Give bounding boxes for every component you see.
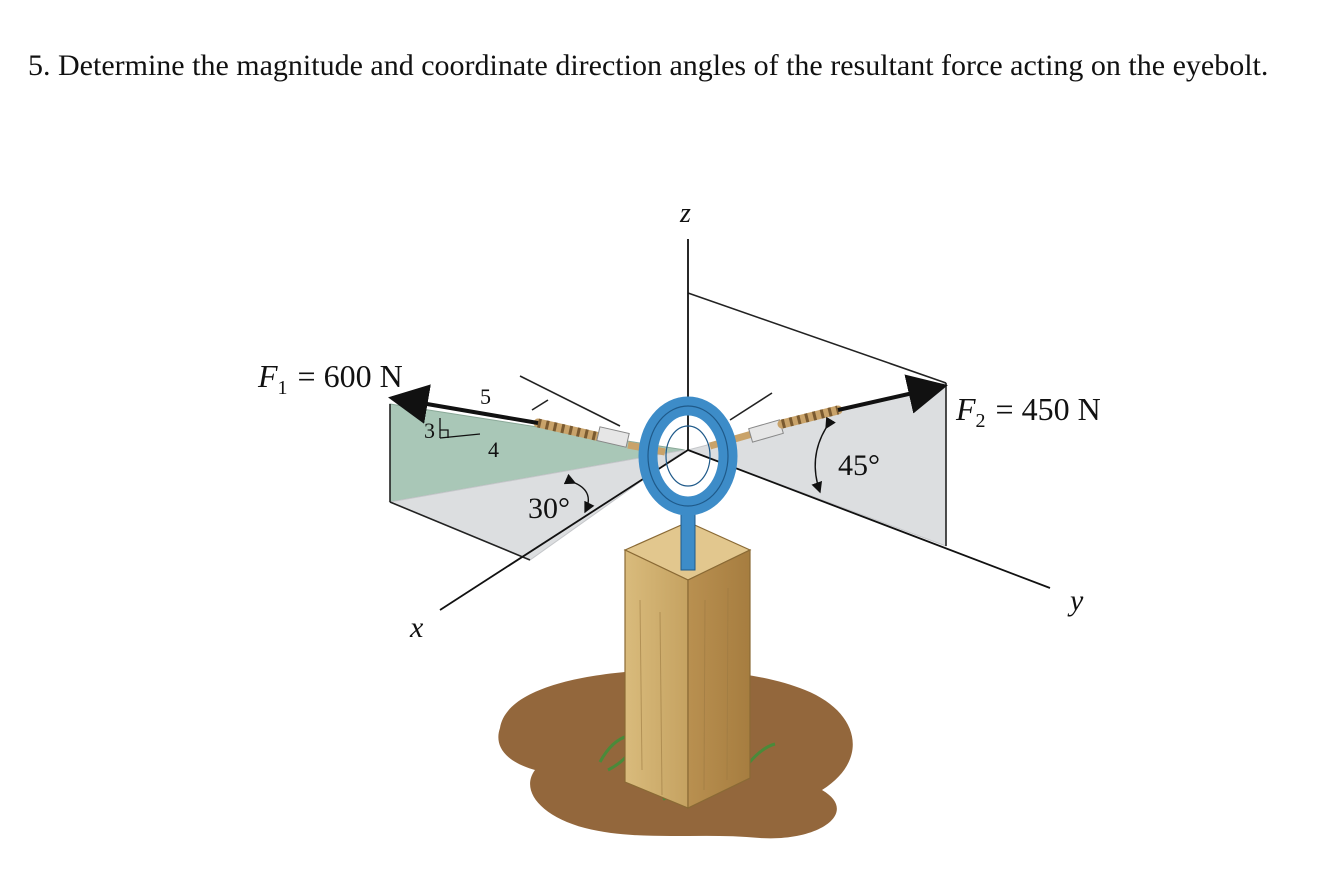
angle-f1-label: 30°: [528, 492, 570, 525]
z-axis-label: z: [679, 198, 691, 229]
x-axis-label: x: [409, 611, 424, 644]
y-axis-label: y: [1067, 584, 1084, 617]
f2-label: F2= 450 N: [955, 391, 1101, 432]
slope-triangle: [439, 418, 481, 439]
problem-statement: 5. Determine the magnitude and coordinat…: [28, 49, 1269, 82]
angle-arc-f2: [811, 416, 836, 494]
angle-arc-f1: [563, 473, 595, 514]
f2-arrow: [837, 374, 948, 414]
rope-f1: [533, 418, 666, 456]
slope-vert-label: 3: [424, 418, 435, 443]
slope-hyp-label: 5: [480, 384, 491, 409]
slope-horiz-label: 4: [488, 437, 499, 462]
f1-arrow: [388, 384, 539, 425]
f1-label: F1= 600 N: [257, 358, 403, 399]
angle-f2-label: 45°: [838, 449, 880, 482]
y-axis: [687, 449, 1051, 589]
